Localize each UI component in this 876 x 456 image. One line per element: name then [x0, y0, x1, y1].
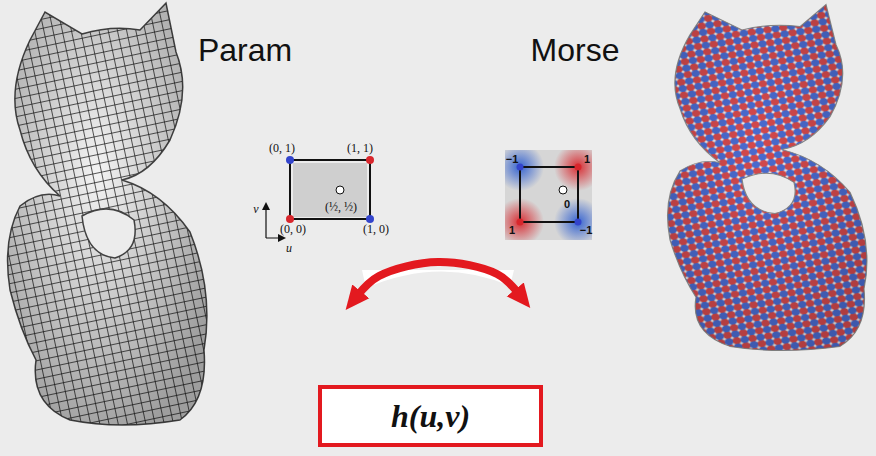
- double-arrow: [357, 262, 519, 296]
- axis-label: u: [286, 241, 292, 256]
- function-box: h(u,v): [318, 385, 543, 447]
- param-kitten: [8, 3, 207, 425]
- param-square: [262, 156, 374, 242]
- axis-label: v: [253, 202, 258, 217]
- param-square: (0, 1) (1, 1) (½, ½) (0, 0) (1, 0): [262, 138, 387, 298]
- corner-label: (1, 0): [363, 222, 389, 237]
- corner-label: (½, ½): [325, 200, 357, 215]
- corner-label: (1, 1): [347, 141, 373, 156]
- corner-label: −1: [506, 153, 519, 165]
- corner-label: −1: [580, 224, 593, 236]
- morse-kitten: [668, 4, 867, 350]
- morse-square: [496, 143, 602, 246]
- corner-label: (0, 0): [280, 222, 306, 237]
- corner-label: 1: [509, 224, 515, 236]
- corner-label: (0, 1): [269, 141, 295, 156]
- panel-title: Morse: [531, 32, 620, 69]
- morse-square: −1 1 0 1 −1: [500, 148, 595, 296]
- corner-label: 1: [584, 153, 590, 165]
- function-label: h(u,v): [391, 398, 470, 435]
- panel-title: Param: [198, 32, 292, 69]
- corner-label: 0: [564, 198, 570, 210]
